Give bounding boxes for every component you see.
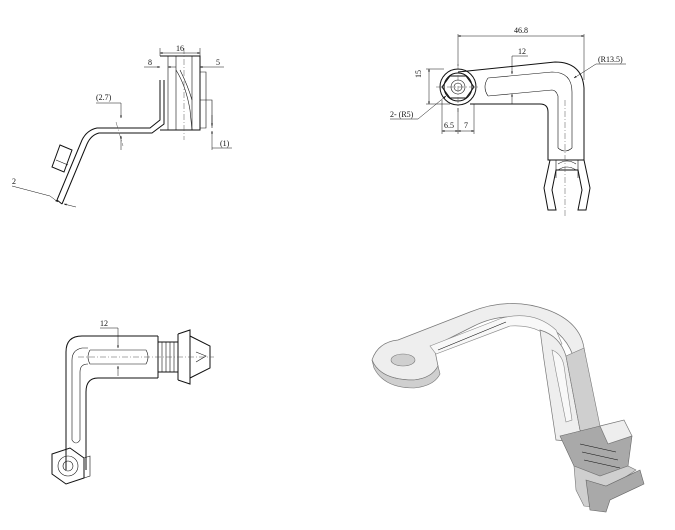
dim-left-offset: 8 — [148, 58, 152, 67]
dim-right-drop: (1) — [220, 139, 230, 148]
front-view: 12 — [51, 319, 214, 485]
dim-top-width: 16 — [176, 44, 184, 53]
dim-slot-width: 12 — [518, 47, 526, 56]
dim-hole-offset: 6.5 — [444, 121, 454, 130]
side-view: 16 8 5 (2.7) (1) 2 — [11, 44, 232, 208]
dim-hole-radius: 2- (R5) — [390, 110, 414, 119]
dim-bend-height: (2.7) — [96, 93, 112, 102]
dim-right-offset: 5 — [216, 58, 220, 67]
dim-thickness: 2 — [12, 177, 16, 186]
dim-height: 15 — [414, 70, 423, 78]
dim-front-slot-width: 12 — [100, 319, 108, 328]
dim-hole-span: 7 — [464, 121, 468, 130]
dim-overall-length: 46.8 — [514, 26, 528, 35]
dim-bend-radius: (R13.5) — [598, 55, 623, 64]
isometric-view — [371, 303, 645, 513]
top-view: 46.8 12 (R13.5) 15 2- (R5) 6.5 7 — [390, 26, 626, 216]
